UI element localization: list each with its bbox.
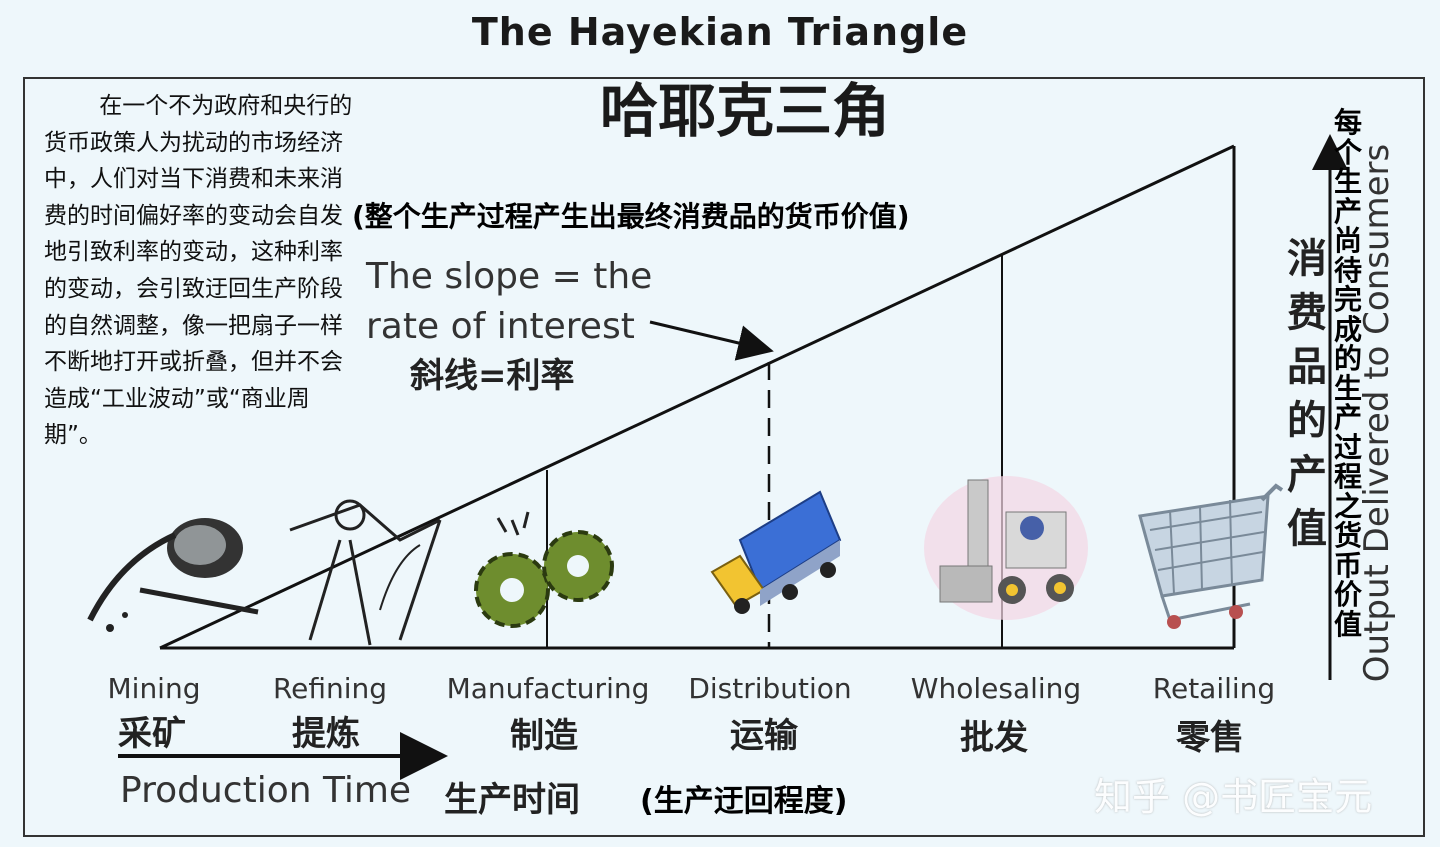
pickaxe-icon bbox=[87, 518, 259, 632]
stage-manufacturing-en: Manufacturing bbox=[446, 672, 650, 705]
stage-wholesaling-en: Wholesaling bbox=[910, 672, 1082, 705]
stage-refining-cn: 提炼 bbox=[292, 714, 360, 754]
production-time-en: Production Time bbox=[120, 770, 412, 811]
stage-mining-en: Mining bbox=[107, 672, 201, 705]
title-english: The Hayekian Triangle bbox=[471, 10, 969, 54]
gears-icon bbox=[474, 511, 614, 628]
truck-icon bbox=[710, 490, 842, 614]
slope-label-chinese: 斜线=利率 bbox=[410, 356, 575, 396]
diagram-frame bbox=[23, 77, 1425, 837]
vertical-value-note: 每个生产尚待完成的生产过程之货币价值 bbox=[1333, 106, 1362, 641]
forklift-icon bbox=[924, 476, 1088, 620]
stage-manufacturing-cn: 制造 bbox=[510, 716, 578, 756]
stage-mining-cn: 采矿 bbox=[118, 714, 186, 754]
stage-distribution-en: Distribution bbox=[688, 672, 852, 705]
slope-pointer-arrow bbox=[649, 320, 774, 361]
stage-refining-en: Refining bbox=[272, 672, 388, 705]
slope-line2: rate of interest bbox=[366, 306, 635, 347]
output-label-chinese: 消费品的产值 bbox=[1287, 236, 1327, 552]
refinery-worker-icon bbox=[289, 499, 442, 646]
stage-retailing-cn: 零售 bbox=[1176, 718, 1244, 758]
slope-label-english: The slope = the rate of interest bbox=[366, 252, 652, 352]
total-value-note: (整个生产过程产生出最终消费品的货币价值) bbox=[352, 200, 910, 233]
title-chinese: 哈耶克三角 bbox=[599, 77, 890, 145]
hypotenuse-slope-line bbox=[159, 144, 1235, 650]
shopping-cart-icon bbox=[1138, 483, 1284, 629]
production-time-cn: 生产时间 bbox=[444, 780, 580, 820]
stage-wholesaling-cn: 批发 bbox=[960, 718, 1028, 758]
production-roundabout-note: (生产迂回程度) bbox=[640, 784, 848, 819]
description-paragraph: 在一个不为政府和央行的货币政策人为扰动的市场经济中，人们对当下消费和未来消费的时… bbox=[44, 93, 353, 449]
slope-line1: The slope = the bbox=[366, 256, 653, 297]
stage-distribution-cn: 运输 bbox=[730, 716, 798, 756]
stage-retailing-en: Retailing bbox=[1152, 672, 1276, 705]
watermark: 知乎 @书匠宝元 bbox=[1094, 775, 1373, 819]
